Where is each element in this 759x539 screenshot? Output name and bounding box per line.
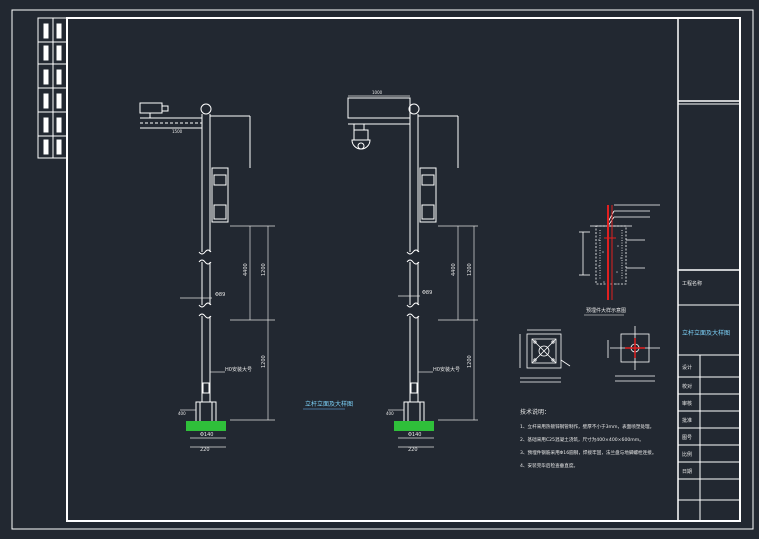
base-width-b: 220 [408, 447, 418, 453]
note-2: 2、基础采用C25混凝土浇筑，尺寸为400×400×600mm。 [520, 436, 644, 443]
tb-row-0: 设计 [682, 364, 692, 371]
note-3: 3、预埋件钢筋采用Φ16圆钢，焊接牢固，法兰盘与地脚螺栓连接。 [520, 449, 656, 456]
pipe-dia-a: Φ89 [215, 292, 225, 298]
notes-title: 技术说明： [520, 408, 550, 416]
tb-row-6: 日期 [682, 469, 692, 475]
pole-a-foundation [186, 421, 226, 431]
tb-row-2: 审核 [682, 400, 692, 407]
flange-label-a: H0安装大号 [225, 366, 252, 373]
flange-label-b: H0安装大号 [433, 366, 460, 373]
dim-lower-a: 1200 [261, 355, 267, 368]
pole-a-dims [180, 225, 275, 448]
plan-view-a [519, 329, 571, 383]
embed-rebar [604, 205, 616, 300]
tb-row-5: 比例 [682, 451, 692, 458]
drawing-name: 立杆立面及大样图 [682, 329, 730, 337]
base-small-a: 400 [178, 411, 186, 416]
title-block-text: 工程名称 立杆立面及大样图 设计 校对 审核 批准 图号 比例 日期 [682, 280, 730, 475]
dim-total-b: 4400 [451, 263, 457, 276]
base-width-a: 220 [200, 447, 210, 453]
tb-row-1: 校对 [682, 383, 692, 390]
pole-b-dims [348, 95, 478, 448]
base-dia-a: Φ140 [200, 432, 213, 438]
note-4: 4、安装完毕后检查垂直度。 [520, 462, 578, 469]
tb-row-3: 批准 [682, 417, 692, 424]
drawing-title: 立杆立面及大样图 [305, 400, 353, 408]
dim-total-a: 4400 [243, 263, 249, 276]
arm-length-label: 1500 [172, 129, 183, 134]
title-block [678, 100, 740, 521]
cam-arm-label: 1000 [372, 90, 383, 95]
pole-a-labels: 1500 1200 4400 1200 Φ89 H0安装大号 Φ140 220 … [172, 129, 267, 453]
dim-upper-b: 1200 [467, 263, 473, 276]
pipe-dia-b: Φ89 [422, 290, 432, 296]
revision-strip [37, 17, 68, 159]
plan-view-b-rebar [625, 338, 645, 358]
base-small-b: 400 [386, 411, 394, 416]
technical-notes: 技术说明： 1、立杆采用热镀锌钢管制作，壁厚不小于3mm，表面喷塑处理。 2、基… [520, 408, 656, 469]
pole-b-foundation [394, 421, 434, 431]
section-title: 预埋件大样示意图 [586, 307, 626, 314]
embed-section [579, 204, 660, 285]
tb-row-4: 图号 [682, 435, 692, 441]
pole-a [139, 102, 251, 423]
base-dia-b: Φ140 [408, 432, 421, 438]
dim-lower-b: 1200 [467, 355, 473, 368]
pole-b-labels: 1000 1200 4400 1200 Φ89 H0安装大号 Φ140 220 … [372, 90, 473, 453]
note-1: 1、立杆采用热镀锌钢管制作，壁厚不小于3mm，表面喷塑处理。 [520, 423, 654, 430]
project-label: 工程名称 [682, 280, 702, 287]
embed-hatch [598, 239, 622, 285]
dim-upper-a: 1200 [261, 263, 267, 276]
pole-b [347, 97, 459, 423]
